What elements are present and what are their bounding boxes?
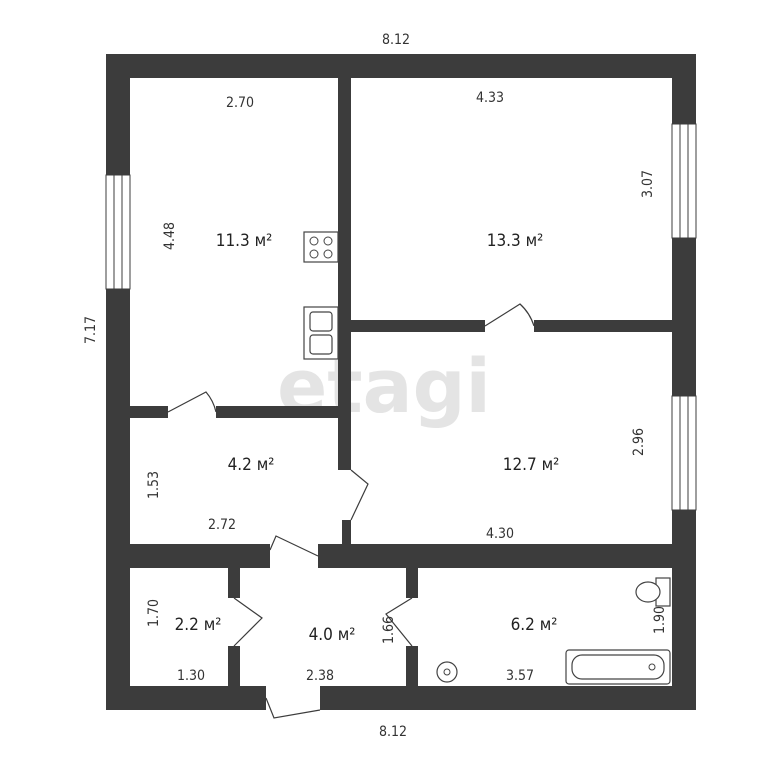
sink-icon bbox=[303, 306, 339, 360]
toilet-icon bbox=[635, 577, 671, 607]
door-kitchen bbox=[167, 391, 217, 413]
window-right-mid bbox=[671, 395, 697, 511]
corridor-area: 4.0 м² bbox=[309, 625, 356, 645]
hall-height: 1.53 bbox=[146, 471, 162, 499]
door-bathroom bbox=[385, 597, 413, 647]
small-room-area: 2.2 м² bbox=[175, 615, 222, 635]
door-entrance bbox=[265, 697, 321, 719]
room-top-right-area: 13.3 м² bbox=[487, 231, 544, 251]
door-hall-corridor bbox=[269, 535, 319, 557]
room-mid-right-area: 12.7 м² bbox=[503, 455, 560, 475]
bathtub-icon bbox=[565, 649, 671, 685]
room-mid-right-width: 4.30 bbox=[486, 526, 514, 542]
hall-width: 2.72 bbox=[208, 517, 236, 533]
hall-area: 4.2 м² bbox=[228, 455, 275, 475]
room-top-right-width: 4.33 bbox=[476, 90, 504, 106]
kitchen-width: 2.70 bbox=[226, 95, 254, 111]
corridor-width: 2.38 bbox=[306, 668, 334, 684]
bathroom-height: 1.90 bbox=[652, 606, 668, 634]
windows bbox=[105, 123, 697, 511]
window-right-top bbox=[671, 123, 697, 239]
dim-top-width: 8.12 bbox=[382, 32, 410, 48]
bathroom-area: 6.2 м² bbox=[511, 615, 558, 635]
kitchen-height: 4.48 bbox=[162, 222, 178, 250]
window-left bbox=[105, 174, 131, 290]
room-mid-right-height: 2.96 bbox=[631, 428, 647, 456]
bathroom-width: 3.57 bbox=[506, 668, 534, 684]
door-room-2 bbox=[350, 469, 369, 521]
small-room-width: 1.30 bbox=[177, 668, 205, 684]
door-room-1 bbox=[484, 303, 535, 327]
corridor-height: 1.66 bbox=[381, 616, 397, 644]
room-top-right-height: 3.07 bbox=[640, 170, 656, 198]
doors bbox=[167, 303, 535, 719]
kitchen-area: 11.3 м² bbox=[216, 231, 273, 251]
walls bbox=[106, 54, 696, 710]
door-small-room bbox=[233, 597, 263, 647]
floor-drain-icon bbox=[436, 661, 458, 683]
dim-bottom-width: 8.12 bbox=[379, 724, 407, 740]
stove-icon bbox=[303, 231, 339, 263]
small-room-height: 1.70 bbox=[146, 599, 162, 627]
dim-left-height: 7.17 bbox=[83, 316, 99, 344]
